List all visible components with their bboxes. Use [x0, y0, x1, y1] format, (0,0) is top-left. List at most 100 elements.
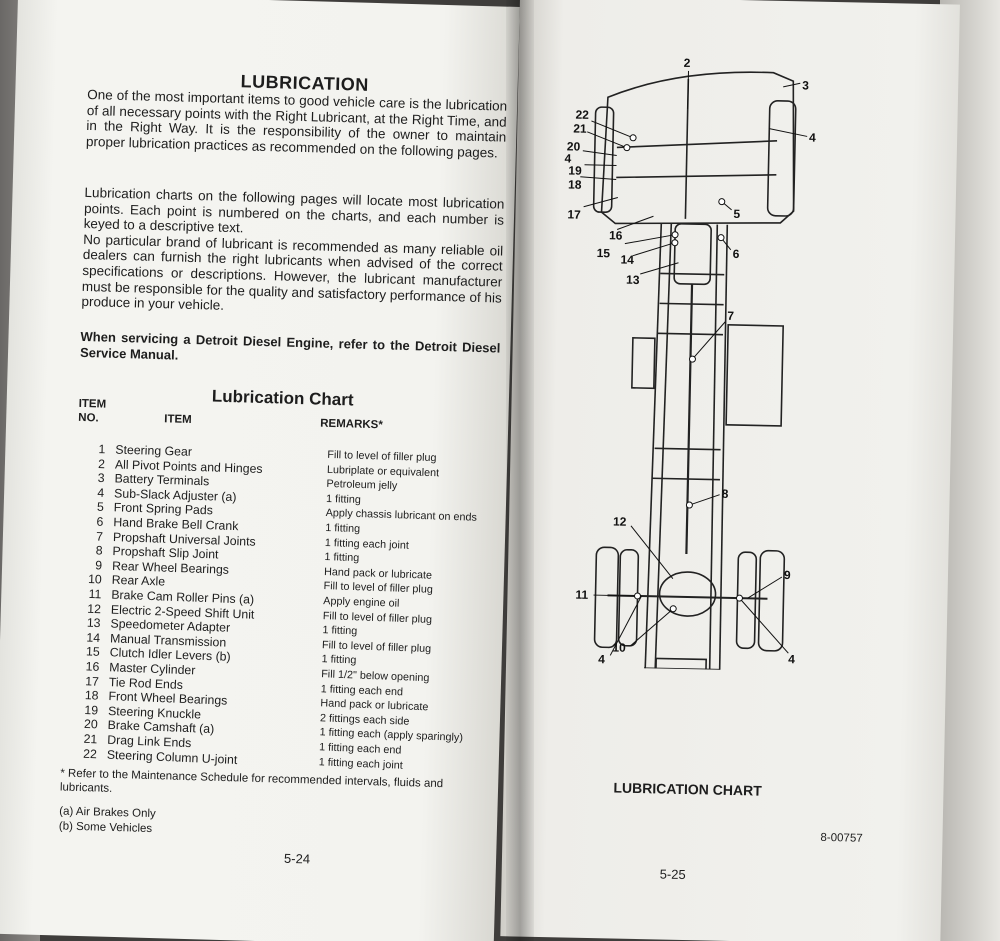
- callout-11: 11: [575, 588, 588, 602]
- row-remarks: 1 fitting each end: [320, 682, 404, 698]
- fuel-tank: [725, 324, 784, 427]
- row-number: 4: [97, 485, 105, 500]
- rear-wheel-right-outer: [757, 549, 786, 652]
- row-remarks: Hand pack or lubricate: [320, 697, 429, 714]
- row-number: 20: [83, 717, 98, 732]
- front-wheel-right: [766, 100, 797, 217]
- front-crossmember: [616, 140, 778, 149]
- callout-21: 21: [573, 122, 587, 136]
- row-remarks: Petroleum jelly: [326, 478, 398, 493]
- side-box: [631, 337, 656, 390]
- callout-12: 12: [613, 514, 627, 528]
- row-remarks: 1 fitting: [324, 551, 360, 565]
- page-number-left: 5-24: [283, 850, 311, 867]
- callout-7: 7: [727, 309, 734, 323]
- chassis-diagram: 2 3 4 22 21 20 4 19 18 17 5 6 16 15 14 1…: [564, 56, 816, 673]
- row-remarks: 1 fitting: [321, 653, 357, 667]
- callout-15: 15: [597, 246, 611, 260]
- rear-wheel-left-outer: [593, 546, 620, 649]
- callout-16: 16: [609, 228, 623, 242]
- row-remarks: Hand pack or lubricate: [323, 565, 433, 582]
- figure-number: 8-00757: [820, 831, 863, 845]
- row-number: 13: [86, 615, 101, 631]
- note-air-brakes: (a) Air Brakes Only: [59, 805, 156, 821]
- propshaft: [685, 284, 694, 555]
- row-number: 12: [87, 601, 102, 616]
- frame-rail-right-inner: [717, 224, 729, 673]
- intro-paragraph: One of the most important items to good …: [85, 86, 508, 161]
- row-number: 19: [84, 702, 99, 718]
- charts-paragraph-b: No particular brand of lubricant is reco…: [81, 231, 504, 314]
- chart-title: Lubrication Chart: [211, 386, 354, 410]
- col-header-item-no-line2: NO.: [78, 411, 99, 425]
- row-remarks: Lubriplate or equivalent: [326, 463, 440, 479]
- row-number: 11: [88, 586, 102, 602]
- row-remarks: 1 fitting each end: [318, 741, 402, 757]
- row-number: 2: [97, 456, 106, 471]
- callout-14: 14: [620, 253, 634, 267]
- rear-axle-housing: [658, 571, 717, 617]
- frame-rail-right: [707, 224, 719, 673]
- transmission: [673, 223, 712, 286]
- row-number: 9: [95, 558, 103, 573]
- row-number: 5: [96, 500, 104, 515]
- row-number: 14: [86, 630, 101, 645]
- row-number: 8: [95, 543, 103, 558]
- book-gutter: [506, 0, 534, 941]
- row-remarks: 2 fittings each side: [319, 712, 410, 728]
- col-header-remarks: REMARKS*: [320, 417, 383, 432]
- callout-4-rear-right: 4: [788, 652, 795, 666]
- row-number: 15: [85, 644, 100, 660]
- row-number: 7: [95, 529, 104, 544]
- callout-6: 6: [733, 247, 740, 261]
- row-number: 1: [98, 442, 106, 457]
- callout-5: 5: [733, 207, 740, 221]
- row-remarks: 1 fitting: [325, 492, 362, 506]
- row-number: 21: [83, 731, 98, 747]
- front-wheel-left: [592, 106, 615, 214]
- row-remarks: Fill to level of filler plug: [327, 448, 437, 465]
- callout-9: 9: [784, 568, 791, 582]
- row-remarks: Fill to level of filler plug: [323, 580, 434, 597]
- callout-4-rear-left: 4: [598, 652, 605, 666]
- tie-rod: [616, 173, 777, 179]
- callout-2: 2: [684, 56, 691, 70]
- row-item: Steering Gear: [115, 442, 193, 459]
- row-number: 10: [87, 572, 102, 587]
- callout-17: 17: [567, 207, 581, 221]
- callout-18: 18: [568, 177, 582, 191]
- callout-22: 22: [575, 108, 589, 122]
- row-remarks: 1 fitting: [325, 521, 361, 536]
- col-header-item: ITEM: [164, 413, 192, 427]
- callout-4-front: 4: [809, 130, 816, 144]
- row-number: 17: [84, 673, 100, 689]
- diagram-caption: LUBRICATION CHART: [613, 779, 762, 799]
- row-number: 18: [84, 688, 99, 703]
- callout-8: 8: [722, 487, 729, 501]
- note-some-vehicles: (b) Some Vehicles: [58, 820, 153, 836]
- callout-4-left: 4: [564, 151, 571, 165]
- page-number-right: 5-25: [659, 866, 686, 883]
- callout-13: 13: [626, 273, 640, 287]
- row-remarks: 1 fitting: [322, 624, 358, 638]
- frame-rail-left: [641, 223, 663, 673]
- row-remarks: Apply engine oil: [323, 595, 400, 610]
- callout-10: 10: [612, 640, 626, 654]
- row-number: 3: [97, 471, 105, 486]
- detroit-diesel-note: When servicing a Detroit Diesel Engine, …: [79, 328, 501, 363]
- row-item: Rear Axle: [111, 573, 166, 589]
- callout-19: 19: [568, 163, 582, 177]
- row-number: 16: [85, 659, 100, 674]
- callout-20: 20: [567, 139, 581, 153]
- row-remarks: 1 fitting each joint: [324, 536, 410, 552]
- right-page: 2 3 4 22 21 20 4 19 18 17 5 6 16 15 14 1…: [500, 0, 960, 941]
- callout-3: 3: [802, 78, 809, 92]
- charts-paragraph: Lubrication charts on the following page…: [81, 185, 504, 321]
- col-header-item-no: ITEM NO.: [78, 397, 106, 426]
- col-header-item-no-line1: ITEM: [78, 397, 107, 411]
- left-page: LUBRICATION One of the most important it…: [0, 0, 520, 941]
- row-number: 22: [82, 746, 98, 761]
- row-number: 6: [96, 514, 104, 529]
